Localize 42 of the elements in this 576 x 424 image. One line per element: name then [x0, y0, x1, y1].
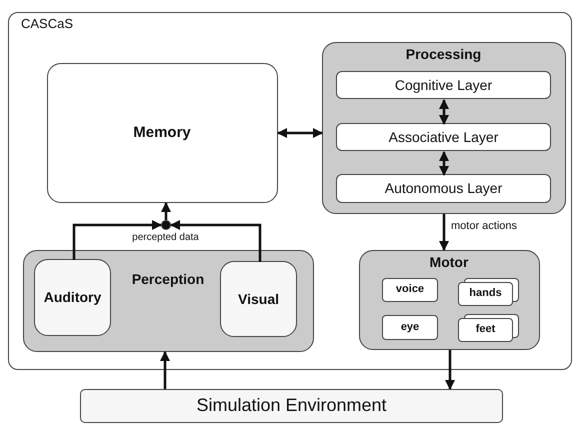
- arrow: [439, 214, 449, 251]
- arrow: [277, 128, 323, 138]
- node-label: Perception: [132, 270, 204, 288]
- node-label: voice: [396, 283, 424, 297]
- node-label: Processing: [406, 46, 482, 62]
- node-label: Autonomous Layer: [384, 180, 502, 197]
- node-label: Visual: [238, 290, 279, 308]
- circle-node: [160, 220, 170, 230]
- arrow: [161, 202, 171, 220]
- effector-card: [458, 318, 513, 342]
- node-label: Cognitive Layer: [394, 76, 492, 94]
- module-box: [336, 123, 551, 151]
- node-caption: percepted data: [132, 232, 199, 242]
- arrow: [439, 99, 449, 125]
- arrow: [439, 151, 449, 176]
- module-box: [336, 174, 551, 203]
- module-box: [34, 259, 111, 336]
- effector-card: [458, 282, 513, 306]
- group-panel: [22, 250, 314, 352]
- node-label: Memory: [133, 124, 191, 142]
- edge-label: motor actions: [449, 220, 520, 232]
- node-label: eye: [400, 320, 420, 334]
- system-container: [8, 12, 572, 370]
- arrow: [160, 351, 170, 389]
- node-label: Simulation Environment: [196, 395, 387, 417]
- arrow: [445, 350, 455, 390]
- module-box: [336, 71, 551, 99]
- arrow: [72, 220, 162, 260]
- effector-card: [382, 315, 438, 340]
- node-label: Motor: [430, 254, 468, 270]
- effector-card: [382, 278, 438, 302]
- module-box: [220, 261, 297, 337]
- node-label: Associative Layer: [388, 128, 498, 146]
- node-label: feet: [476, 323, 496, 337]
- node-label: hands: [469, 287, 502, 301]
- module-box: [46, 62, 278, 202]
- group-panel: [322, 42, 566, 214]
- node-label: Auditory: [44, 289, 102, 306]
- environment-box: [80, 389, 503, 423]
- group-panel: [358, 250, 540, 350]
- arrow: [170, 220, 262, 262]
- node-label: CASCaS: [21, 16, 74, 32]
